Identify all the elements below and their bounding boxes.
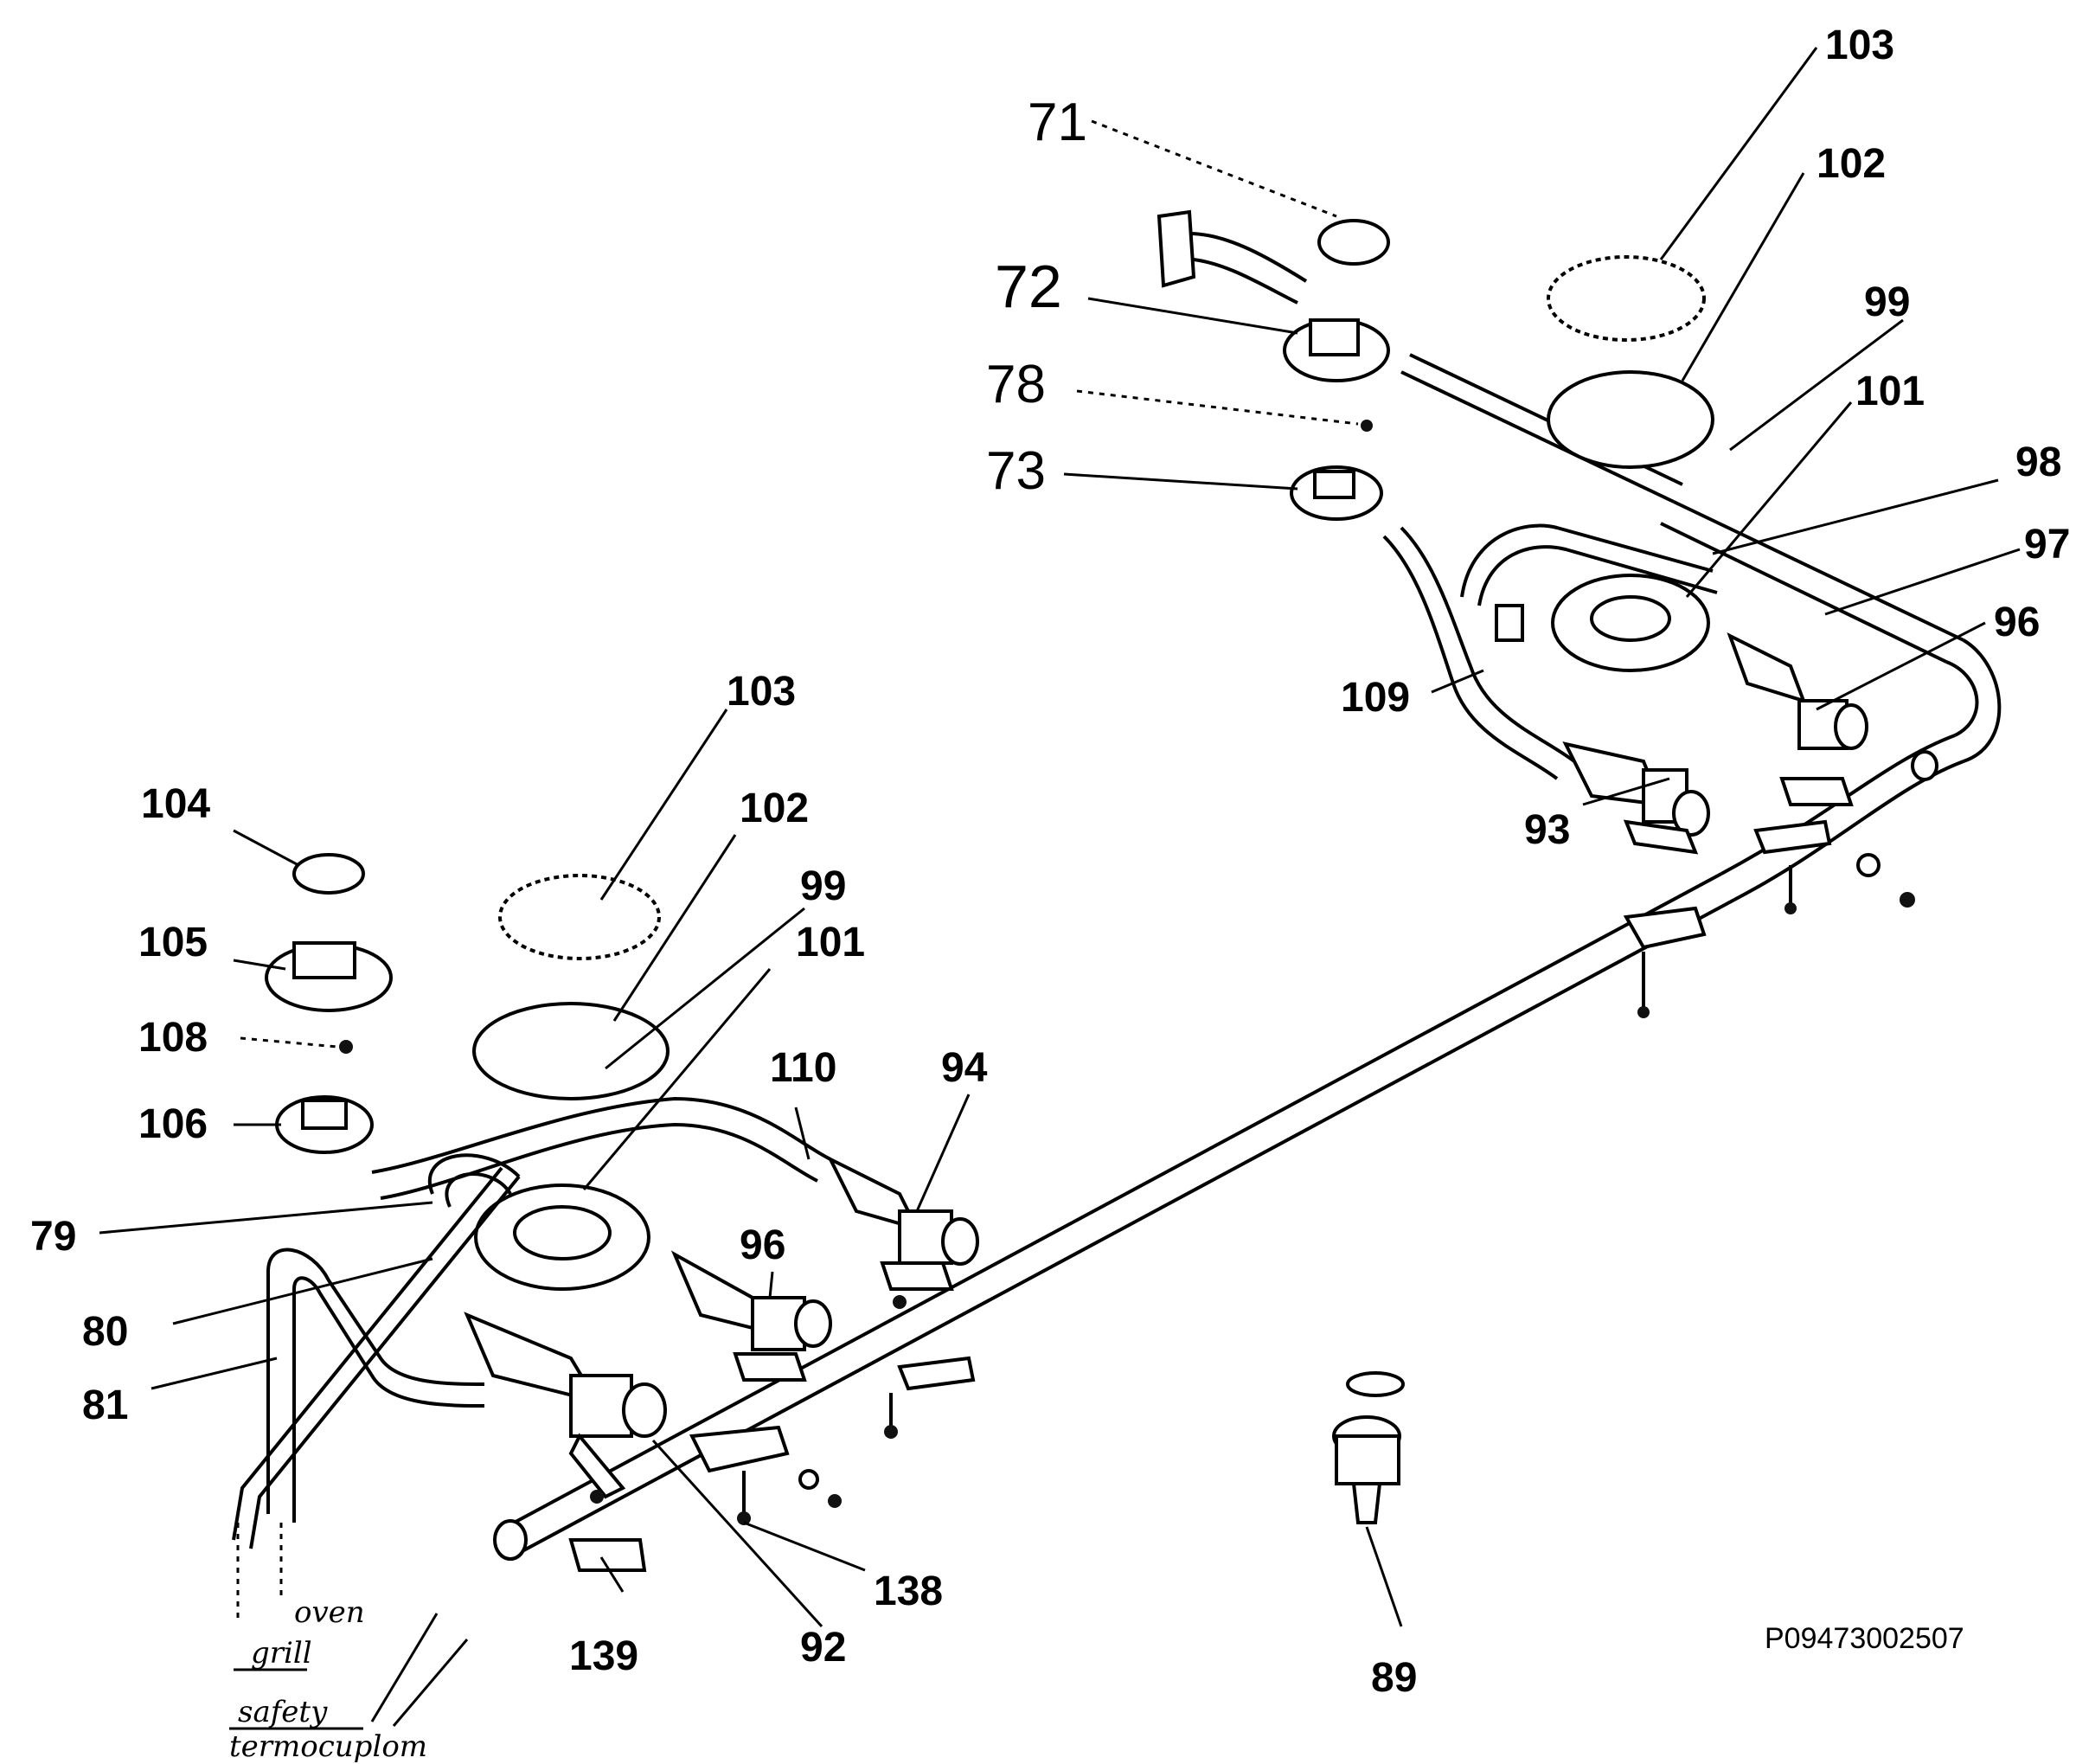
label-78: 78 <box>986 355 1046 414</box>
diagram-code: P09473002507 <box>1765 1622 1964 1655</box>
label-94: 94 <box>941 1045 988 1091</box>
label-101-right: 101 <box>1855 369 1925 414</box>
note-thermocouple: termocuplom <box>229 1729 427 1764</box>
part-108 <box>339 1040 353 1054</box>
valve-96-right <box>1727 632 1868 806</box>
label-102-left: 102 <box>740 786 809 831</box>
cap-103-left <box>498 874 661 960</box>
right-burner-group <box>1157 209 1915 1018</box>
part-89 <box>1332 1371 1405 1524</box>
part-78 <box>1361 420 1373 432</box>
label-105: 105 <box>138 920 208 965</box>
label-138: 138 <box>874 1568 943 1614</box>
label-96-right: 96 <box>1994 600 2040 645</box>
burner-102-right <box>1547 370 1714 469</box>
label-93: 93 <box>1524 807 1570 853</box>
part-labels: 71 72 78 73 103 102 99 101 98 97 96 109 … <box>30 22 2070 1701</box>
label-71: 71 <box>1028 93 1087 152</box>
label-99-right: 99 <box>1864 279 1910 325</box>
label-89: 89 <box>1371 1655 1417 1701</box>
label-81: 81 <box>82 1382 128 1428</box>
bracket-139 <box>568 1538 647 1572</box>
label-110: 110 <box>770 1045 836 1091</box>
valve-96-left <box>670 1250 832 1382</box>
valve-92 <box>464 1312 667 1504</box>
cap-103-right <box>1547 255 1706 342</box>
label-80: 80 <box>82 1309 128 1355</box>
left-burner-group <box>232 853 979 1572</box>
handwritten-notes: oven grill safety termocuplom <box>229 1595 427 1764</box>
label-101-left: 101 <box>796 920 865 965</box>
label-96-left: 96 <box>740 1222 785 1268</box>
label-104: 104 <box>141 781 210 827</box>
burner-102-left <box>472 1002 670 1100</box>
leader-lines <box>99 47 2021 1727</box>
main-gas-manifold <box>493 353 2002 1561</box>
label-72: 72 <box>995 253 1062 320</box>
label-139: 139 <box>569 1633 638 1679</box>
screw-138 <box>737 1511 751 1525</box>
label-99-left: 99 <box>800 863 846 909</box>
note-oven: oven <box>294 1595 365 1630</box>
note-safety: safety <box>238 1695 328 1729</box>
note-grill: grill <box>251 1636 312 1671</box>
label-98: 98 <box>2015 439 2061 485</box>
label-79: 79 <box>30 1214 76 1260</box>
label-103-right: 103 <box>1825 22 1894 68</box>
valve-93 <box>1562 741 1710 855</box>
cap-104 <box>292 853 365 895</box>
label-97: 97 <box>2024 522 2070 568</box>
label-103-left: 103 <box>727 669 796 715</box>
label-109: 109 <box>1341 675 1410 721</box>
label-108: 108 <box>138 1015 208 1061</box>
cap-71 <box>1317 219 1390 266</box>
label-102-right: 102 <box>1816 141 1886 187</box>
label-73: 73 <box>986 441 1046 501</box>
label-92: 92 <box>800 1625 846 1671</box>
label-106: 106 <box>138 1101 208 1147</box>
valve-94 <box>826 1155 979 1309</box>
